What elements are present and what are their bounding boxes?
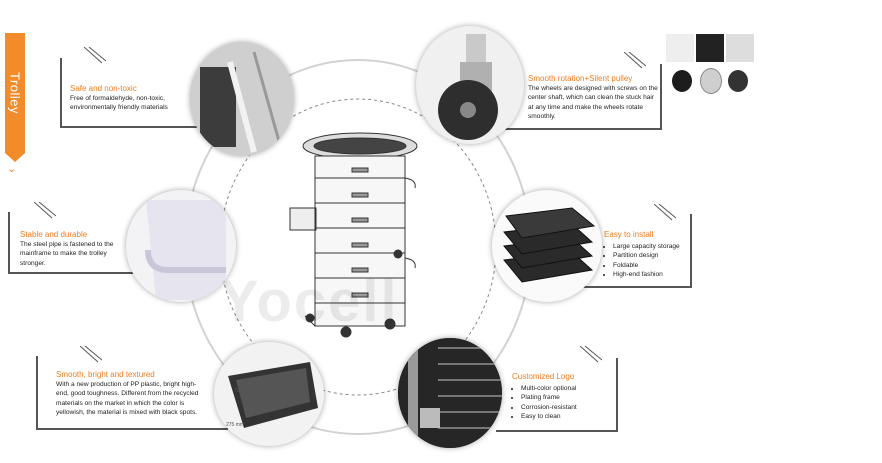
feature-safe: Safe and non-toxic Free of formaldehyde,… [70,84,210,113]
watermark: Yocell [220,269,399,334]
steel-pipe-photo [190,42,294,156]
caster-dark-icon [728,70,748,92]
central-graphic [184,59,532,435]
caster-chrome-icon [700,68,722,94]
tray-texture-photo: 70 mm 275 mm [214,342,324,446]
feature-list: Large capacity storage Partition design … [604,242,690,279]
feature-stable: Stable and durable The steel pipe is fas… [20,230,124,268]
slash-decoration [34,202,56,219]
feature-title: Smooth, bright and textured [56,370,155,379]
trolley-tab-label: Trolley [7,71,23,115]
frame-logo [496,358,618,432]
slash-decoration [84,47,106,64]
list-item: Plating frame [521,393,604,402]
frame-stable [8,212,160,274]
feature-title: Safe and non-toxic [70,84,137,93]
frame-install [580,214,692,288]
list-item: Easy to clean [521,412,604,421]
feature-text: The steel pipe is fastened to the mainfr… [20,241,114,267]
dimension-width: 275 mm [226,422,245,428]
feature-title: Easy to install [604,230,654,239]
list-item: Corrosion-resistant [521,403,604,412]
feature-text: Free of formaldehyde, non-toxic, environ… [70,95,168,112]
feature-title: Customized Logo [512,372,575,381]
frame-safe [60,58,214,128]
frame-textured [36,356,228,430]
slash-decoration [580,346,602,363]
frame-detail-photo [126,190,236,302]
chevron-down-icon: ⌄ [7,163,17,175]
feature-rotation: Smooth rotation+Silent pulley The wheels… [528,74,658,122]
frame-rotation [500,64,662,130]
feature-install: Easy to install Large capacity storage P… [604,230,690,280]
list-item: Partition design [613,251,690,260]
list-item: High-end fashion [613,270,690,279]
drawer-logo-photo [398,338,502,448]
feature-text: With a new production of PP plastic, bri… [56,381,199,416]
feature-title: Stable and durable [20,230,88,239]
slash-decoration [624,52,646,69]
dimension-height: 70 mm [234,388,250,394]
caster-black-icon [672,70,692,92]
stacked-trays-photo [492,190,602,302]
caster-wheel-photo [416,26,524,144]
trolley-illustration [289,132,418,338]
feature-text: The wheels are designed with screws on t… [528,85,658,120]
feature-logo: Customized Logo Multi-color optional Pla… [512,372,604,422]
thumb-caster-silver[interactable] [726,34,754,62]
thumb-caster-black[interactable] [696,34,724,62]
trolley-tab[interactable]: Trolley [5,33,25,153]
feature-title: Smooth rotation+Silent pulley [528,74,633,83]
caster-thumbnails [666,34,756,98]
feature-list: Multi-color optional Plating frame Corro… [512,384,604,421]
thumb-caster-gray[interactable] [666,34,694,62]
list-item: Foldable [613,261,690,270]
slash-decoration [654,204,676,221]
list-item: Multi-color optional [521,384,604,393]
slash-decoration [80,346,102,363]
feature-textured: Smooth, bright and textured With a new p… [56,370,208,418]
tab-arrow [5,153,25,162]
list-item: Large capacity storage [613,242,690,251]
